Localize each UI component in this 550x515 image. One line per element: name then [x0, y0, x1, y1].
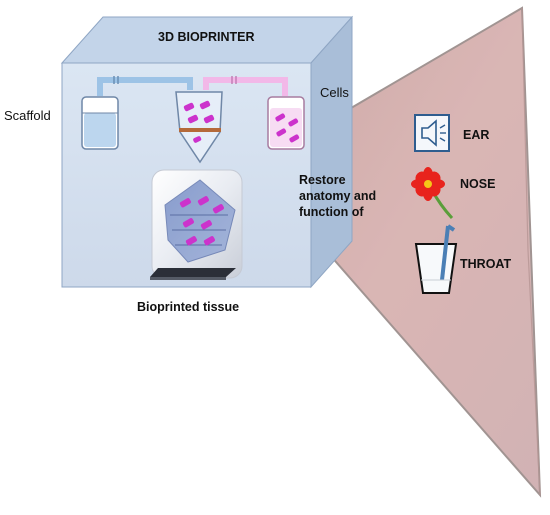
scaffold-label: Scaffold	[4, 108, 51, 123]
feed-tubes	[97, 76, 288, 96]
nose-label: NOSE	[460, 177, 496, 191]
bioprinted-tissue	[150, 169, 243, 280]
cells-beaker	[267, 96, 305, 150]
cells-label: Cells	[320, 85, 349, 100]
restore-text-line-1: Restore	[299, 173, 346, 187]
printer-title: 3D BIOPRINTER	[158, 30, 255, 44]
print-head	[175, 91, 223, 164]
restore-text-line-3: function of	[299, 205, 364, 219]
restore-text: Restore anatomy and function of	[299, 172, 376, 220]
ear-label: EAR	[463, 128, 490, 142]
speaker-icon	[414, 114, 450, 152]
glass-with-straw-icon	[414, 224, 458, 294]
scaffold-beaker	[81, 96, 119, 150]
bioprinted-tissue-label: Bioprinted tissue	[137, 300, 240, 314]
restore-text-line-2: anatomy and	[299, 189, 377, 203]
throat-label: THROAT	[460, 257, 512, 271]
flower-icon	[411, 167, 454, 220]
